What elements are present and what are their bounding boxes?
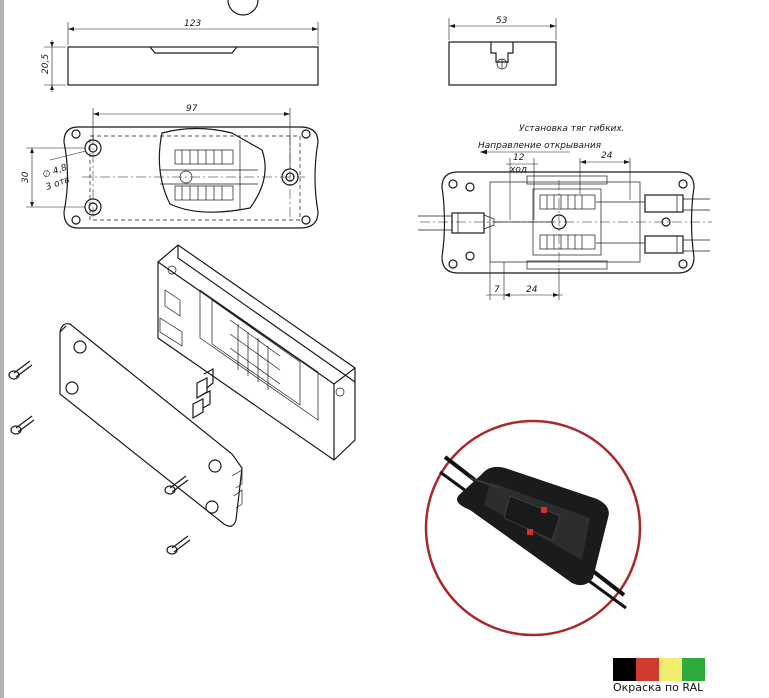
- exploded-view: [8, 244, 356, 555]
- corner-hole: [71, 215, 81, 225]
- screw: [10, 415, 35, 435]
- top-right-dim: 24: [601, 151, 613, 161]
- bottom-mid-dim: 24: [526, 285, 538, 295]
- front-view-groove: [149, 46, 238, 54]
- cover-hole: [65, 381, 79, 395]
- install-mount-hole: [465, 251, 475, 261]
- photo-accent: [541, 507, 547, 513]
- front-width-dim: 123: [184, 19, 201, 29]
- swatch-red: [636, 658, 659, 681]
- install-body: [441, 171, 695, 274]
- side-view-body: [448, 41, 557, 86]
- plan-view-body: [63, 126, 319, 229]
- swatch-green: [682, 658, 705, 681]
- plan-hole-spacing-dim: 97: [186, 104, 198, 114]
- front-height-dim: 20,5: [41, 54, 51, 74]
- corner-hole: [301, 129, 311, 139]
- cable-left: [418, 212, 552, 234]
- screw: [164, 475, 189, 495]
- corner-hole: [301, 215, 311, 225]
- cable-right-upper: [596, 194, 710, 213]
- photo-accent: [527, 529, 533, 535]
- travel-dim: 12: [513, 153, 525, 163]
- side-view: 53: [448, 16, 557, 86]
- plan-view: 97 30 ∅ 4,8 3 отв: [21, 104, 319, 229]
- ral-label: Окраска по RAL: [613, 681, 704, 694]
- bottom-left-dim: 7: [494, 285, 500, 295]
- cover-plate: [59, 323, 243, 527]
- cutaway-region: [158, 127, 266, 213]
- spring-clip-parts: [192, 367, 214, 420]
- installation-view: Установка тяг гибких. Направление открыв…: [418, 124, 712, 300]
- install-title: Установка тяг гибких.: [519, 124, 625, 134]
- swatch-black: [613, 658, 636, 681]
- corner-hole: [71, 129, 81, 139]
- front-view-body: [67, 46, 319, 86]
- cover-hole: [208, 459, 222, 473]
- cover-hole: [205, 500, 219, 514]
- left-margin-bar: [0, 0, 4, 698]
- direction-label: Направление открывания: [478, 141, 602, 151]
- screw: [166, 535, 191, 555]
- direction-arrow: [480, 149, 487, 155]
- cutoff-arc: [227, 0, 259, 16]
- swatch-yellow: [659, 658, 682, 681]
- color-legend: [613, 658, 705, 681]
- plan-height-dim: 30: [21, 171, 31, 183]
- front-view: 123 20,5: [41, 0, 319, 92]
- product-photo: [424, 419, 642, 637]
- side-width-dim: 53: [496, 16, 508, 26]
- housing-body: [157, 244, 356, 461]
- install-mount-hole: [465, 182, 475, 192]
- travel-label: ход: [509, 165, 527, 175]
- cable-right-lower: [596, 235, 710, 254]
- cutaway-spring-upper: [174, 149, 234, 165]
- cutaway-spring-lower: [174, 185, 234, 201]
- cover-hole: [73, 340, 87, 354]
- screw: [8, 360, 33, 380]
